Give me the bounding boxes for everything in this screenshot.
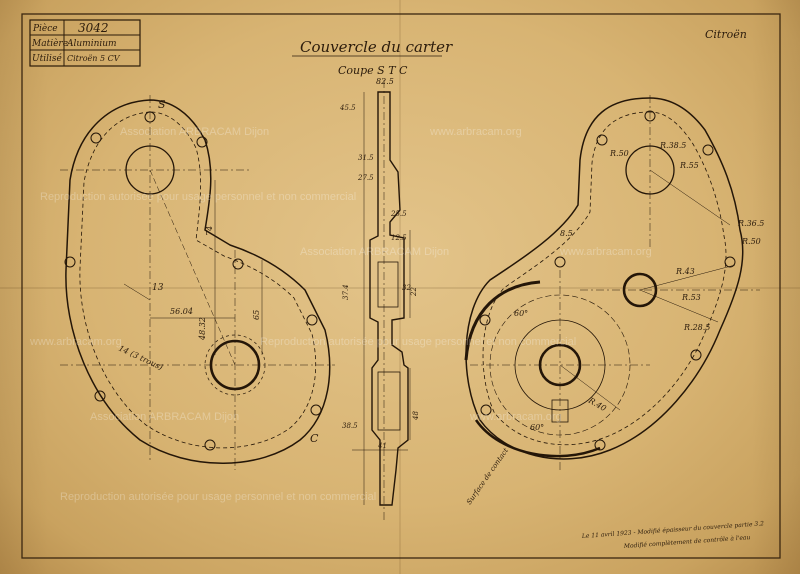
dim-label: 45.5 [339, 104, 356, 112]
watermark-text: Reproduction autorisée pour usage person… [60, 491, 376, 503]
dim-label: 25.5 [390, 210, 407, 218]
drawing-subtitle: Coupe S T C [338, 64, 408, 77]
right-rib-lower [474, 419, 601, 458]
right-bolt-hole [594, 439, 606, 451]
left-view [60, 95, 335, 470]
dim-label: R.38.5 [659, 141, 686, 150]
title-block-value-2: Aluminium [66, 39, 117, 49]
right-bolt-hole [480, 404, 492, 416]
watermark: Association ARBRACAM Dijon www.arbracam.… [29, 126, 652, 503]
left-bolt-hole [310, 404, 322, 416]
dim-label: R.36.5 [737, 219, 764, 228]
dim-label: 13 [152, 283, 164, 293]
revision-note-2: Modifié complètement de contrôle à l'eau [623, 534, 751, 550]
radius-line [639, 289, 719, 323]
left-bolt-hole [204, 439, 216, 451]
title-block-label-2: Matière [31, 38, 68, 49]
dim-label: R.43 [675, 267, 695, 276]
right-bolt-hole [724, 256, 736, 268]
section-boss-lower [377, 371, 401, 431]
left-bolt-hole [64, 256, 76, 268]
dim-line-13 [123, 283, 151, 301]
left-bolt-hole [306, 314, 318, 326]
dim-label: R.50 [741, 237, 761, 246]
dim-label: 14 (3 trous) [117, 344, 164, 372]
left-outline-inner [79, 111, 317, 449]
dim-label: 31.5 [358, 154, 374, 162]
right-bolt-hole [690, 349, 702, 361]
left-bolt-hole [94, 390, 106, 402]
drawing-border [21, 13, 781, 559]
watermark-text: www.arbracam.org [469, 411, 562, 423]
dim-label: R.28.5 [683, 323, 710, 332]
dim-label: 12.5 [391, 234, 407, 242]
right-rib [464, 280, 541, 361]
view-label-s: S [158, 98, 166, 111]
watermark-text: www.arbracam.org [559, 246, 652, 258]
left-bolt-hole [196, 136, 208, 148]
dim-label: 32 [402, 284, 411, 292]
right-dimension-labels: R.50 R.38.5 R.55 R.36.5 R.50 R.43 R.53 R… [514, 141, 764, 432]
watermark-text: Association ARBRACAM Dijon [90, 411, 239, 423]
dim-label: 27.5 [357, 174, 374, 182]
right-bolt-hole [596, 134, 608, 146]
section-boss-upper [377, 261, 399, 308]
title-block: Pièce 3042 Matière Aluminium Utilisé Cit… [29, 19, 141, 67]
dim-label: 48 [412, 411, 420, 421]
dim-label: 65 [252, 310, 261, 320]
dim-label: 38.5 [342, 422, 358, 430]
dim-label: 60° [530, 423, 544, 432]
radius-line [649, 169, 731, 226]
dim-label: 37.4 [342, 284, 350, 300]
watermark-text: Reproduction autorisée pour usage person… [40, 191, 356, 203]
radius-line [639, 264, 736, 291]
stamp-text: Citroën [705, 28, 747, 41]
radius-line [559, 364, 621, 411]
section-view [352, 80, 411, 520]
dim-label: R.55 [679, 161, 699, 170]
left-outline-outer [65, 99, 331, 464]
drawing-title: Couvercle du carter [300, 38, 453, 56]
dim-label: 60° [514, 309, 528, 318]
left-dimension-labels: S C 13 56.04 48.32 74 65 14 (3 trous) [117, 98, 319, 445]
title-block-label-3: Utilisé [32, 53, 62, 64]
right-bolt-hole [554, 256, 566, 268]
right-bolt-hole [702, 144, 714, 156]
right-outline-inner [482, 111, 727, 446]
dim-label: 56.04 [170, 307, 193, 316]
section-outline [369, 91, 409, 506]
dim-label: 22 [410, 287, 418, 297]
dim-label: R.53 [681, 293, 701, 302]
title-block-value-1: 3042 [78, 21, 109, 35]
right-view [464, 95, 760, 470]
right-outline-outer [465, 97, 744, 460]
title-block-label-1: Pièce [32, 23, 58, 34]
dim-label: R.50 [609, 149, 629, 158]
view-label-c: C [310, 432, 319, 445]
dim-label: 74 [205, 226, 214, 236]
section-dimension-labels: 82.5 45.5 31.5 27.5 25.5 12.5 37.4 32 22… [339, 77, 510, 506]
left-bolt-hole [90, 132, 102, 144]
surface-note: Surface de contact [465, 447, 510, 507]
watermark-text: Association ARBRACAM Dijon [120, 126, 269, 138]
watermark-text: www.arbracam.org [29, 336, 122, 348]
watermark-text: Reproduction autorisée pour usage person… [260, 336, 576, 348]
dim-label: 82.5 [376, 77, 394, 86]
right-bolt-hole [479, 314, 491, 326]
title-block-value-3: Citroën 5 CV [67, 54, 121, 63]
dim-label: 41 [377, 442, 387, 450]
left-bolt-hole [232, 258, 244, 270]
dim-label: 8.5 [560, 229, 573, 238]
watermark-text: www.arbracam.org [429, 126, 522, 138]
dim-label: 48.32 [198, 317, 207, 341]
watermark-text: Association ARBRACAM Dijon [300, 246, 449, 258]
